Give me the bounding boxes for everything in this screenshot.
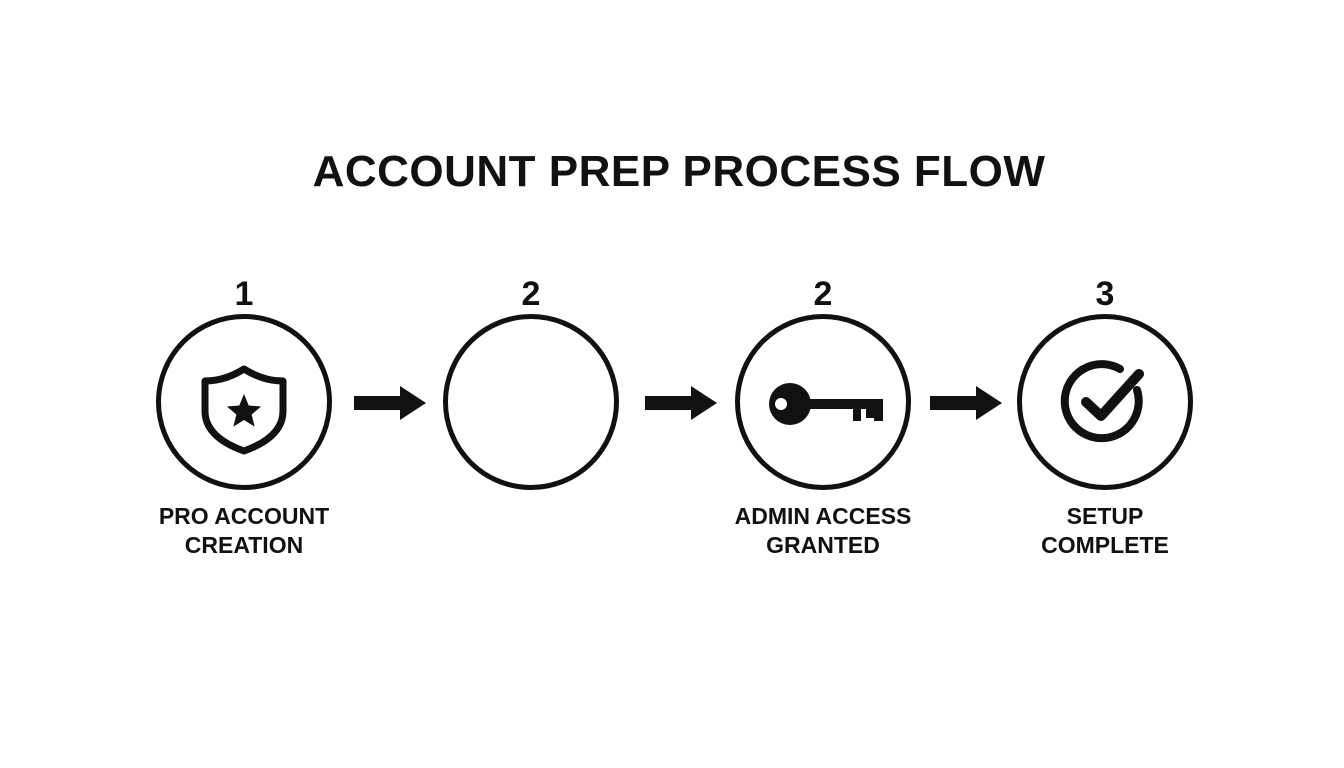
- step-label-line: ADMIN ACCESS: [734, 503, 912, 529]
- step-label: SETUP COMPLETE: [975, 502, 1235, 560]
- step-number: 2: [521, 275, 541, 313]
- step-number: 3: [1095, 275, 1115, 313]
- step-setup-complete: 3 SETUP COMPLETE: [975, 268, 1235, 568]
- diagram-title: ACCOUNT PREP PROCESS FLOW: [312, 147, 1046, 196]
- step-number: 1: [234, 275, 254, 313]
- step-empty: 2: [401, 268, 661, 568]
- step-circle: [735, 314, 911, 490]
- check-circle-icon: [1060, 360, 1144, 443]
- step-circle: [156, 314, 332, 490]
- step-label-line: COMPLETE: [1041, 532, 1169, 558]
- step-circle: [1017, 314, 1193, 490]
- step-label: PRO ACCOUNT CREATION: [114, 502, 374, 560]
- step-label-line: PRO ACCOUNT: [158, 503, 330, 529]
- step-number: 2: [813, 275, 833, 313]
- arrow-right-icon: [352, 385, 428, 421]
- shield-star-icon: [201, 365, 287, 455]
- step-label-line: SETUP: [1066, 503, 1144, 529]
- step-label-line: GRANTED: [766, 532, 880, 558]
- arrow-right-icon: [643, 385, 719, 421]
- arrow-right-icon: [928, 385, 1004, 421]
- key-icon: [769, 383, 883, 425]
- step-label-line: CREATION: [184, 532, 304, 558]
- step-admin-access-granted: 2 ADMIN ACCESS GRANTED: [693, 268, 953, 568]
- step-circle: [443, 314, 619, 490]
- step-label: ADMIN ACCESS GRANTED: [693, 502, 953, 560]
- step-pro-account-creation: 1 PRO ACCOUNT CREATION: [114, 268, 374, 568]
